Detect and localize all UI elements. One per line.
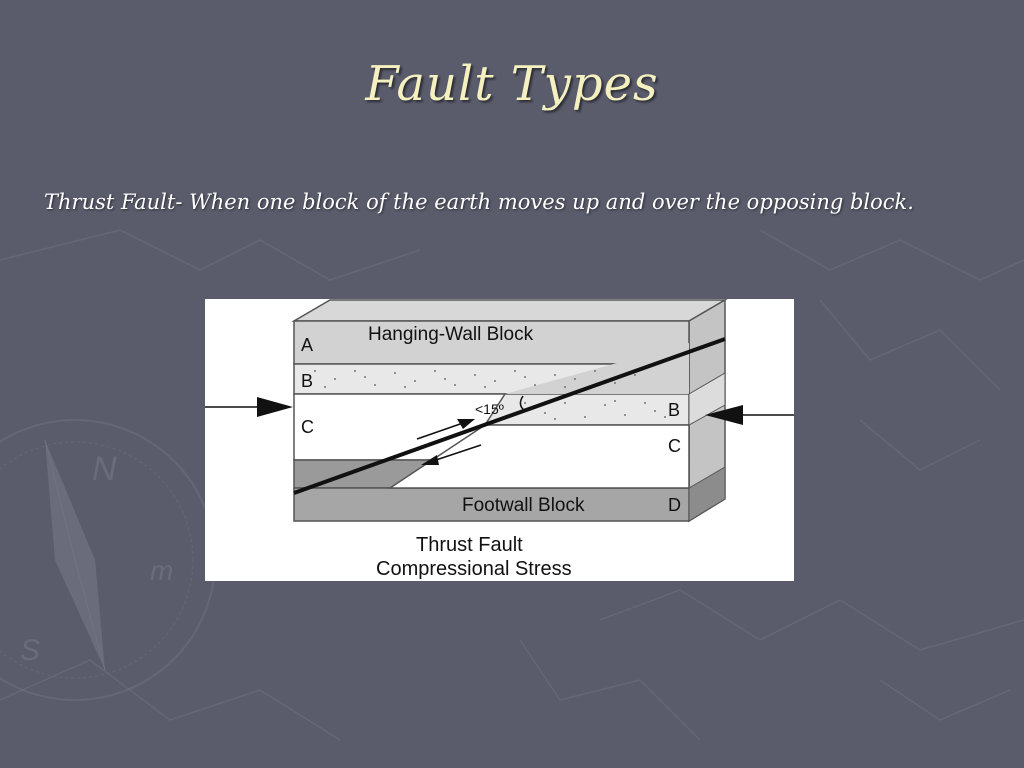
slip-arrow-up	[416, 419, 475, 440]
svg-text:m: m	[150, 555, 173, 586]
stipple-pattern	[314, 370, 666, 420]
svg-text:N: N	[92, 450, 117, 488]
caption-line-1: Thrust Fault	[416, 534, 523, 556]
slide-title: Fault Types	[365, 56, 659, 112]
layer-c-left-label: C	[301, 417, 314, 437]
layer-b-left-label: B	[301, 371, 313, 391]
angle-label: <15º	[475, 401, 504, 417]
right-face-dark	[688, 466, 726, 522]
thrust-fault-diagram: Hanging-Wall Block A B C <15º B C Footwa…	[205, 299, 794, 581]
caption-line-2: Compressional Stress	[376, 558, 572, 580]
compression-arrow-right	[705, 405, 794, 425]
layer-d-label: D	[668, 495, 681, 515]
hanging-wall-wedge	[505, 343, 689, 394]
slip-arrow-down	[421, 444, 482, 465]
layer-b-right	[483, 393, 690, 426]
block-top-face	[291, 299, 728, 322]
layer-d	[293, 487, 690, 522]
footwall-label: Footwall Block	[462, 495, 585, 516]
layer-a-label: A	[301, 335, 313, 355]
compression-arrow-left	[205, 397, 293, 417]
angle-arc	[519, 395, 526, 412]
right-face-dotted	[688, 372, 726, 426]
layer-c-right-label: C	[668, 436, 681, 456]
fault-line	[293, 337, 726, 495]
layer-b-right-label: B	[668, 400, 680, 420]
hanging-wall-label: Hanging-Wall Block	[368, 324, 534, 345]
svg-text:S: S	[20, 634, 40, 667]
compass-icon: N S m	[0, 419, 216, 701]
slide-subtitle: Thrust Fault- When one block of the eart…	[44, 190, 914, 214]
